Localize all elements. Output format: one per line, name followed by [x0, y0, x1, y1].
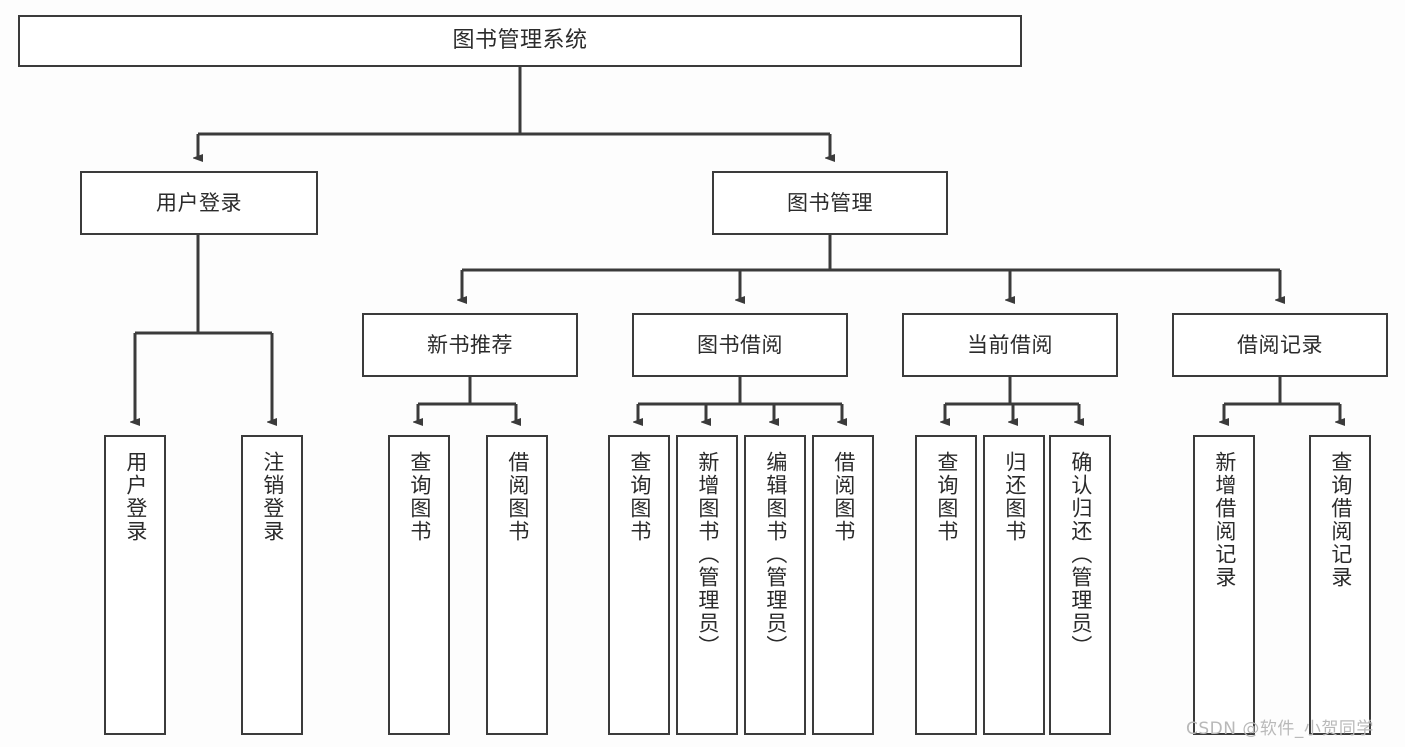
node-label: 查询图书	[407, 451, 432, 543]
node-label: 图书借阅	[697, 332, 783, 357]
node-label: 借阅图书	[831, 451, 856, 543]
node-label: 归还图书	[1002, 451, 1027, 543]
node-leaf-user-login[interactable]: 用户登录	[104, 435, 166, 735]
node-leaf-query-book-nb[interactable]: 查询图书	[388, 435, 450, 735]
node-leaf-query-book-cb[interactable]: 查询图书	[915, 435, 977, 735]
node-label: 图书管理系统	[452, 28, 588, 54]
node-label: 注销登录	[260, 451, 285, 543]
node-label: 新增借阅记录	[1212, 451, 1237, 589]
node-leaf-add-book-admin[interactable]: 新增图书（管理员）	[676, 435, 738, 735]
node-label: 用户登录	[156, 190, 242, 215]
node-leaf-query-borrow-record[interactable]: 查询借阅记录	[1309, 435, 1371, 735]
node-label: 新增图书（管理员）	[695, 451, 720, 658]
node-label: 新书推荐	[427, 332, 513, 357]
node-borrow-record[interactable]: 借阅记录	[1172, 313, 1388, 377]
node-book-management-system[interactable]: 图书管理系统	[18, 15, 1022, 67]
node-label: 用户登录	[123, 451, 148, 543]
node-current-borrow[interactable]: 当前借阅	[902, 313, 1118, 377]
node-label: 编辑图书（管理员）	[763, 451, 788, 658]
node-book-borrow[interactable]: 图书借阅	[632, 313, 848, 377]
node-leaf-borrow-book-nb[interactable]: 借阅图书	[486, 435, 548, 735]
node-leaf-borrow-book-bb[interactable]: 借阅图书	[812, 435, 874, 735]
node-new-book-recommend[interactable]: 新书推荐	[362, 313, 578, 377]
node-label: 图书管理	[787, 190, 873, 215]
node-leaf-return-book[interactable]: 归还图书	[983, 435, 1045, 735]
node-label: 借阅记录	[1237, 332, 1323, 357]
node-leaf-logout[interactable]: 注销登录	[241, 435, 303, 735]
node-leaf-edit-book-admin[interactable]: 编辑图书（管理员）	[744, 435, 806, 735]
node-label: 查询借阅记录	[1328, 451, 1353, 589]
node-user-login[interactable]: 用户登录	[80, 171, 318, 235]
node-label: 查询图书	[934, 451, 959, 543]
csdn-watermark: CSDN @软件_小贺同学	[1186, 719, 1374, 739]
node-label: 当前借阅	[967, 332, 1053, 357]
node-label: 借阅图书	[505, 451, 530, 543]
node-leaf-confirm-return-admin[interactable]: 确认归还（管理员）	[1049, 435, 1111, 735]
node-leaf-add-borrow-record[interactable]: 新增借阅记录	[1193, 435, 1255, 735]
node-leaf-query-book-bb[interactable]: 查询图书	[608, 435, 670, 735]
node-label: 查询图书	[627, 451, 652, 543]
node-label: 确认归还（管理员）	[1068, 451, 1093, 658]
node-book-management[interactable]: 图书管理	[712, 171, 948, 235]
